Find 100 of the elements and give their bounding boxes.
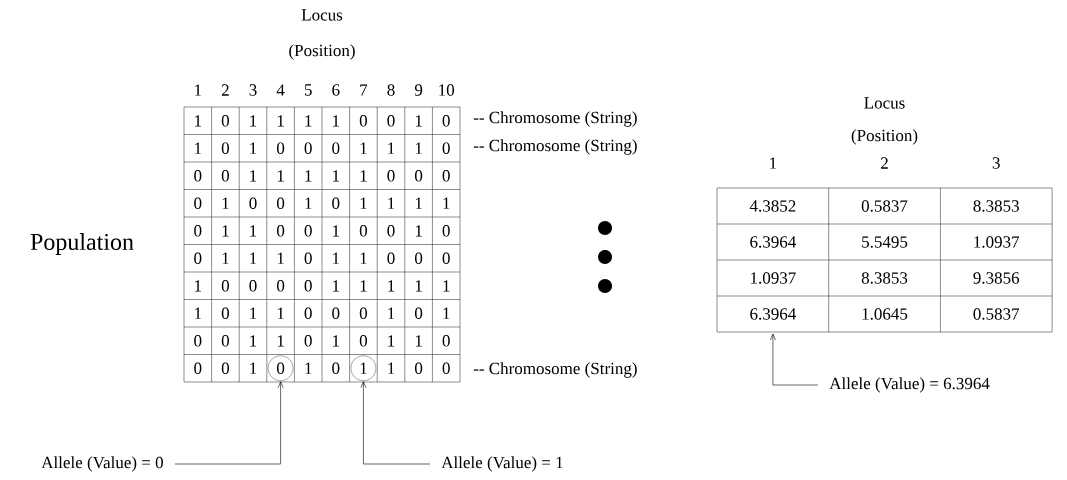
allele-value: 0 <box>387 252 395 264</box>
column-number: 2 <box>881 157 888 169</box>
allele-value: 1 <box>250 142 257 154</box>
column-number: 2 <box>221 84 229 96</box>
chromosome-label: -- Chromosome (String) <box>473 362 637 378</box>
population-label: Population <box>30 233 134 255</box>
allele-value: 0 <box>221 335 229 347</box>
allele-value: 1 <box>333 170 340 182</box>
allele-value: 0 <box>249 280 257 292</box>
allele-value: 1 <box>195 280 202 292</box>
leader-label: Allele (Value) = 6.3964 <box>829 377 990 393</box>
allele-value: 1 <box>195 115 202 127</box>
leader-label: Allele (Value) = 1 <box>441 456 563 472</box>
allele-value: 0.5837 <box>973 308 1020 320</box>
allele-value: 1 <box>388 335 395 347</box>
allele-value: 0 <box>332 197 340 209</box>
allele-value: 0 <box>221 280 229 292</box>
column-number: 6 <box>332 84 340 96</box>
allele-value: 1 <box>250 225 257 237</box>
allele-value: 0 <box>442 170 450 182</box>
allele-value: 0 <box>442 252 450 264</box>
allele-value: 0 <box>415 307 423 319</box>
allele-value: 1 <box>415 335 422 347</box>
allele-value: 1 <box>360 362 367 374</box>
allele-value: 1 <box>250 252 257 264</box>
allele-value: 1 <box>415 115 422 127</box>
allele-value: 1 <box>305 362 312 374</box>
allele-value: 0 <box>304 335 312 347</box>
allele-value: 1 <box>443 197 450 209</box>
allele-value: 0 <box>304 142 312 154</box>
allele-value: 1 <box>333 115 340 127</box>
allele-value: 0 <box>194 225 202 237</box>
allele-value: 1 <box>443 280 450 292</box>
allele-value: 0 <box>194 197 202 209</box>
leader-arrow <box>174 381 284 465</box>
allele-value: 1 <box>195 142 202 154</box>
allele-value: 1 <box>333 335 340 347</box>
allele-value: 0 <box>387 225 395 237</box>
allele-value: 0 <box>359 307 367 319</box>
allele-value: 1 <box>222 225 229 237</box>
allele-value: 1 <box>250 170 257 182</box>
allele-value: 1 <box>305 170 312 182</box>
allele-value: 0 <box>304 280 312 292</box>
leader-arrow <box>770 333 819 386</box>
column-number: 4 <box>276 84 285 96</box>
allele-value: 6.3964 <box>750 308 796 320</box>
allele-value: 1 <box>360 280 367 292</box>
allele-value: 6.3964 <box>750 236 796 248</box>
allele-value: 0 <box>194 362 202 374</box>
allele-value: 0 <box>304 307 312 319</box>
allele-value: 0 <box>304 225 312 237</box>
leader-label: Allele (Value) = 0 <box>41 456 163 472</box>
column-number: 5 <box>304 84 312 96</box>
chromosome-label: -- Chromosome (String) <box>473 111 637 127</box>
column-number: 3 <box>992 157 1000 169</box>
allele-value: 8.3853 <box>973 200 1019 212</box>
allele-value: 0 <box>359 115 367 127</box>
allele-circle <box>350 355 377 381</box>
column-number: 8 <box>387 84 395 96</box>
allele-value: 0 <box>277 362 285 374</box>
allele-value: 1 <box>277 252 284 264</box>
allele-value: 1 <box>388 197 395 209</box>
allele-value: 0 <box>221 142 229 154</box>
axis-title: (Position) <box>289 44 355 60</box>
allele-value: 0 <box>221 307 229 319</box>
allele-value: 0 <box>332 142 340 154</box>
allele-value: 0 <box>442 142 450 154</box>
allele-value: 0 <box>221 170 229 182</box>
allele-value: 1 <box>360 197 367 209</box>
column-number: 9 <box>414 84 423 96</box>
allele-value: 0 <box>194 252 202 264</box>
allele-value: 0 <box>387 115 395 127</box>
allele-value: 1 <box>415 142 422 154</box>
allele-value: 0 <box>332 307 340 319</box>
allele-value: 1 <box>250 335 257 347</box>
allele-value: 8.3853 <box>861 272 908 284</box>
allele-value: 0 <box>332 362 340 374</box>
axis-title: (Position) <box>851 129 918 145</box>
allele-value: 1 <box>388 307 395 319</box>
column-number: 10 <box>439 84 455 96</box>
allele-value: 1 <box>277 115 284 127</box>
allele-value: 1 <box>195 307 202 319</box>
allele-value: 0 <box>277 197 285 209</box>
allele-value: 1 <box>443 307 450 319</box>
column-number: 1 <box>770 157 777 169</box>
allele-value: 0 <box>415 362 423 374</box>
allele-value: 0 <box>249 197 257 209</box>
allele-value: 1.0937 <box>974 236 1020 248</box>
allele-value: 0 <box>194 170 202 182</box>
allele-value: 1 <box>333 280 340 292</box>
allele-value: 1 <box>277 170 284 182</box>
allele-value: 1 <box>222 252 229 264</box>
allele-value: 0 <box>442 362 450 374</box>
allele-value: 0 <box>359 225 367 237</box>
allele-value: 0 <box>442 115 450 127</box>
allele-value: 1 <box>333 225 340 237</box>
allele-value: 0 <box>277 280 285 292</box>
allele-value: 0 <box>194 335 202 347</box>
allele-value: 0 <box>277 225 285 237</box>
allele-value: 1 <box>222 197 229 209</box>
